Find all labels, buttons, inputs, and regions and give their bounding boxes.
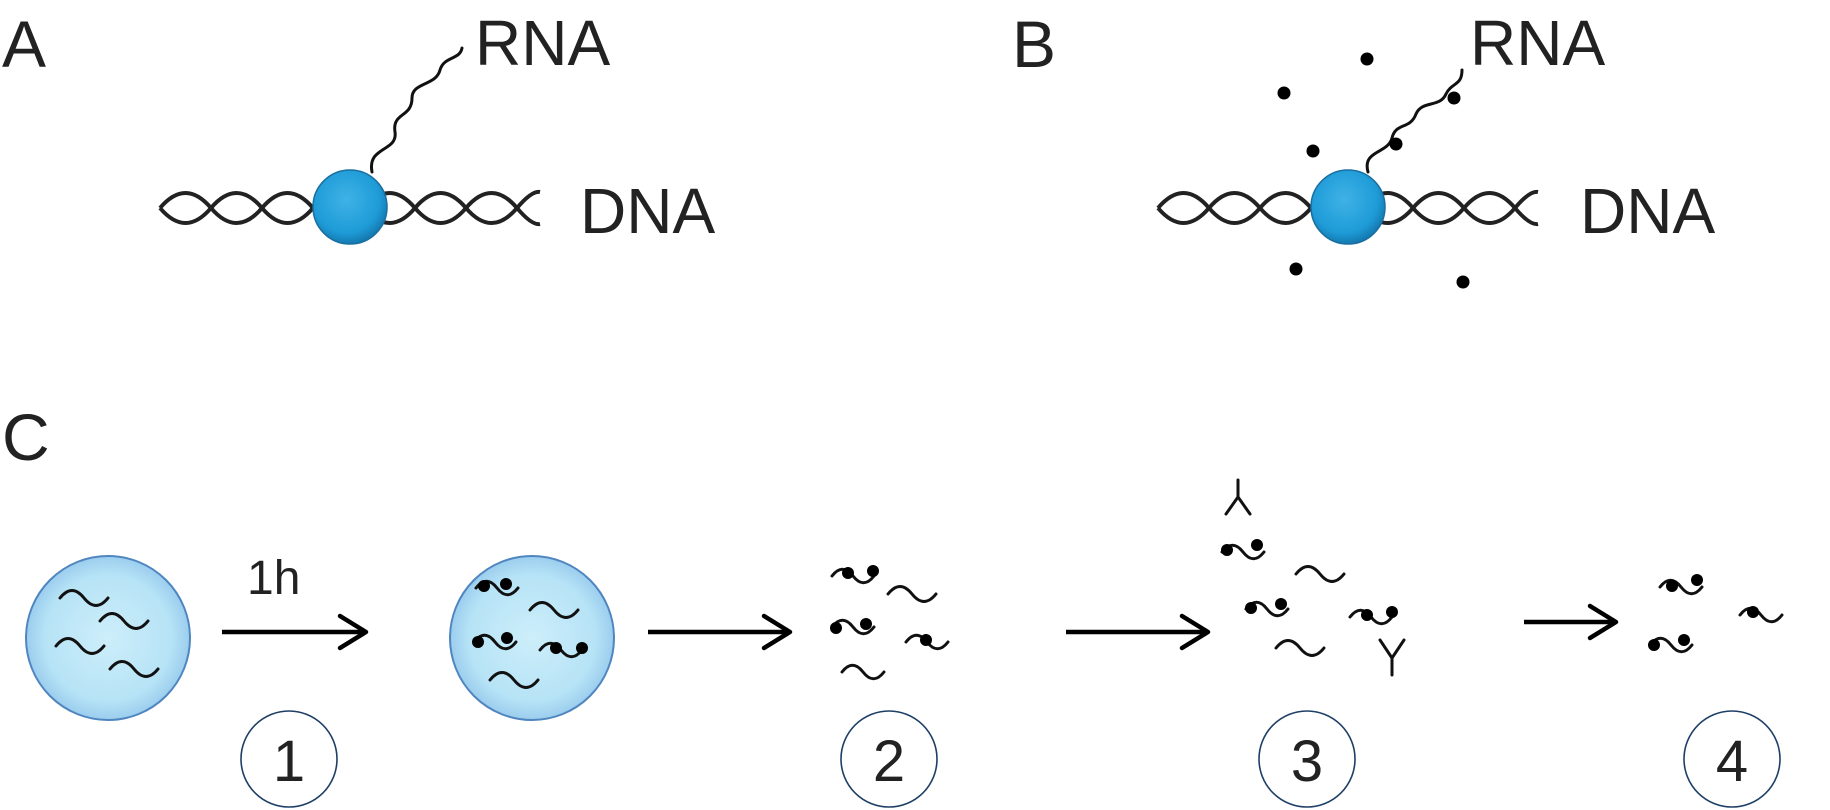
labeling-arrow: 1h (222, 552, 369, 651)
label-dot (1678, 634, 1690, 646)
rna-polymerase (1310, 169, 1386, 245)
label-dot (830, 622, 842, 634)
rna-polymerase (312, 169, 388, 245)
nucleotide-dot (1277, 86, 1291, 100)
nucleotide-dot (1289, 262, 1303, 276)
antibody-capture (1220, 478, 1406, 677)
labeled-rna (1738, 606, 1784, 624)
rna-label: RNA (475, 7, 610, 79)
panel-c-letter: C (2, 400, 50, 474)
step-4-circle (1683, 710, 1781, 808)
step-1-number: 1 (273, 729, 305, 794)
rna-molecule (1274, 639, 1326, 657)
rna-molecule (886, 585, 938, 603)
label-dot (478, 580, 490, 592)
label-dot (500, 578, 512, 590)
label-dot (860, 618, 872, 630)
label-dot (576, 642, 588, 654)
extracted-rna (830, 565, 950, 681)
panel-b-letter: B (1012, 7, 1056, 81)
rna-molecule (840, 663, 886, 681)
time-label: 1h (247, 552, 300, 605)
step-4-number: 4 (1716, 729, 1748, 794)
free-labeled-nucleotides (1277, 52, 1470, 289)
antibody-icon (1378, 638, 1406, 677)
label-dot (1361, 609, 1373, 621)
step-3-circle (1258, 710, 1356, 808)
cell-before-labeling (25, 555, 191, 721)
antibody-icon (1224, 478, 1252, 516)
cell-after-labeling (449, 555, 615, 721)
label-dot (1447, 91, 1461, 105)
label-dot (1275, 598, 1287, 610)
cell (25, 555, 191, 721)
labeled-rna-strand (1365, 68, 1464, 174)
label-dot (1691, 574, 1703, 586)
nucleotide-dot (1360, 52, 1374, 66)
step-2-number: 2 (873, 729, 905, 794)
label-dot (1386, 606, 1398, 618)
label-dot (472, 636, 484, 648)
label-dot (842, 567, 854, 579)
rna-strand (370, 46, 464, 174)
rna-label: RNA (1470, 7, 1605, 79)
label-dot (1221, 544, 1233, 556)
label-dot (867, 565, 879, 577)
nucleotide-dot (1306, 144, 1320, 158)
purified-labeled-rna (1648, 574, 1784, 654)
label-dot (1666, 580, 1678, 592)
label-dot (1389, 137, 1403, 151)
label-dot (1251, 539, 1263, 551)
panel-c: C 1h (2, 400, 1784, 808)
step-markers: 1 2 3 4 (240, 710, 1781, 808)
label-dot (1747, 606, 1759, 618)
dna-label: DNA (1580, 175, 1715, 247)
label-dot (1245, 602, 1257, 614)
dna-label: DNA (580, 175, 715, 247)
label-dot (1648, 639, 1660, 651)
label-dot (501, 632, 513, 644)
panel-a: A RNA DNA (2, 7, 715, 247)
panel-a-letter: A (2, 7, 46, 81)
step-2-circle (840, 710, 938, 808)
nucleotide-dot (1456, 275, 1470, 289)
label-dot (550, 642, 562, 654)
rna-molecule (1294, 565, 1346, 583)
step-3-number: 3 (1291, 729, 1323, 794)
panel-b: B RNA DNA (1012, 7, 1715, 289)
label-dot (920, 634, 932, 646)
step-1-circle (240, 710, 338, 808)
